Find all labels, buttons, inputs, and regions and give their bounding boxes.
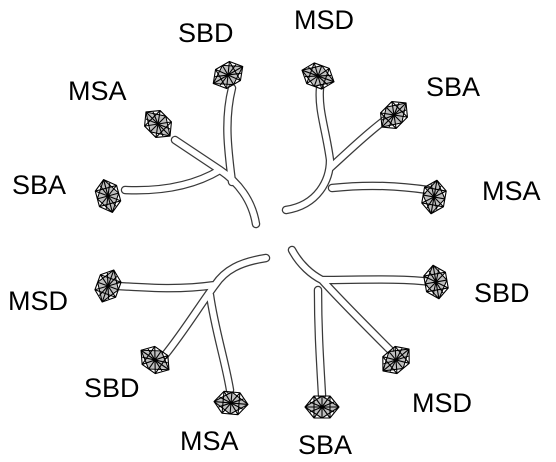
label-lower-right-top: SBD — [474, 278, 530, 308]
label-lower-left-bottom: MSA — [180, 426, 239, 456]
label-lower-right-mid: MSD — [412, 388, 472, 418]
crystal-icon — [207, 56, 249, 94]
label-upper-left-left: MSA — [68, 76, 127, 106]
label-upper-right-top: MSD — [294, 5, 354, 35]
label-upper-right-bottom: MSA — [482, 176, 541, 206]
dendrite-lower-left — [113, 253, 271, 395]
label-lower-right-bottom: SBA — [298, 430, 353, 460]
crystal-icon — [212, 390, 250, 416]
dendrite-upper-left — [120, 83, 261, 229]
crystal-icon — [304, 395, 340, 419]
crystal-icon — [421, 262, 451, 302]
label-lower-left-mid: SBD — [84, 373, 140, 403]
crystal-icon — [419, 177, 449, 217]
dendrite-lower-right — [287, 245, 437, 400]
label-lower-left-top: MSD — [8, 286, 68, 316]
crystal-icon — [92, 176, 124, 216]
label-upper-right-right: SBA — [426, 72, 481, 102]
dendrite-upper-right — [281, 83, 433, 215]
crystal-icon — [297, 59, 339, 93]
label-upper-left-top: SBD — [178, 18, 234, 48]
label-upper-left-bottom: SBA — [12, 170, 67, 200]
crystal-icon — [91, 265, 125, 307]
